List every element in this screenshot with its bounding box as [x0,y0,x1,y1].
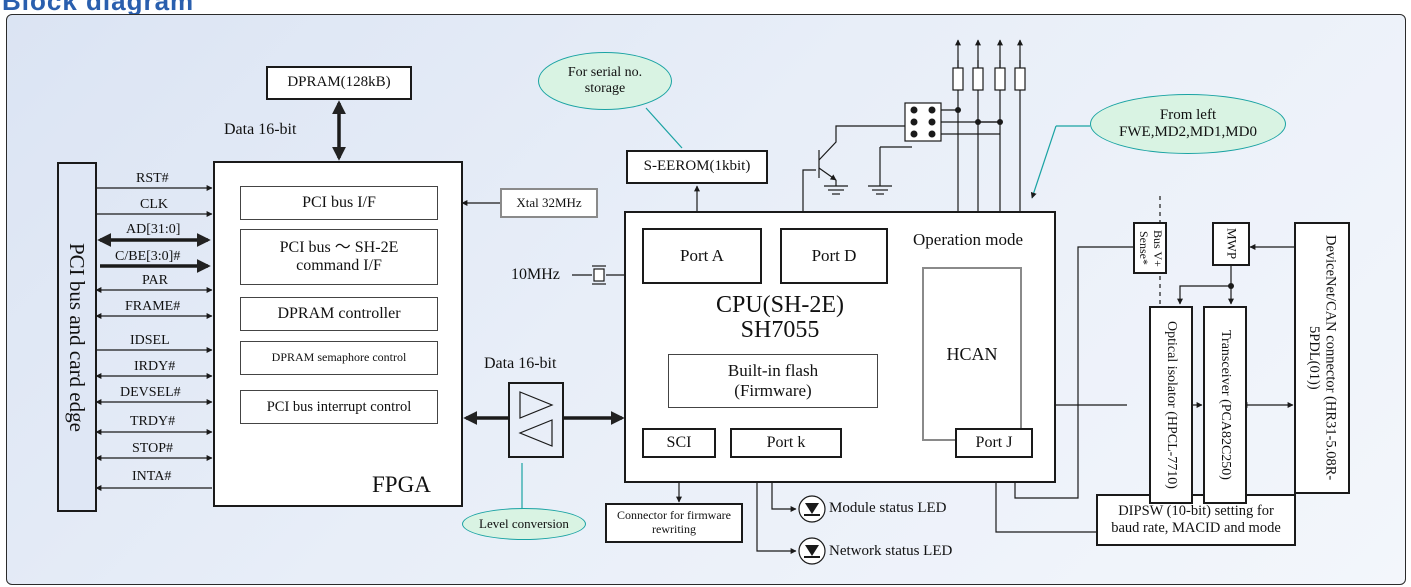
firmware-connector-block: Connector for firmware rewriting [605,503,743,543]
fpga-dpram-controller: DPRAM controller [240,297,438,331]
pci-card-edge: PCI bus and card edge [57,162,97,512]
eeprom-block: S-EEROM(1kbit) [626,150,768,184]
opmode-callout-line1: From left [1159,106,1217,123]
portd-line [802,169,816,226]
signal-idsel-label: IDSEL [130,333,170,348]
title-strip: Block diagram [0,0,1411,14]
clock-label: 10MHz [511,266,560,283]
signal-par-label: PAR [142,273,168,288]
transceiver-block: Transceiver (PCA82C250) [1203,306,1247,504]
dpram-block: DPRAM(128kB) [266,66,412,100]
dipsw-block: DIPSW (10-bit) setting for baud rate, MA… [1096,494,1296,546]
network-led-line [756,456,797,554]
signal-frame-label: FRAME# [125,299,181,314]
port-k-block: Port k [730,428,842,458]
builtin-flash-block: Built-in flash (Firmware) [668,354,878,408]
level-conversion-callout: Level conversion [462,508,586,540]
level-buffer [508,382,564,458]
eeprom-callout: For serial no. storage [538,52,672,110]
module-led-label: Module status LED [829,500,947,516]
opmode-callout: From left FWE,MD2,MD1,MD0 [1090,94,1286,154]
hcan-block: HCAN [922,267,1022,441]
signal-stop-label: STOP# [132,441,173,456]
sense-line [1012,246,1133,499]
port-j-block: Port J [955,428,1033,458]
signal-devsel-label: DEVSEL# [120,385,181,400]
mwp-block: MWP [1212,222,1250,266]
sci-block: SCI [642,428,716,458]
cpu-title: CPU(SH-2E) SH7055 [670,292,890,344]
signal-ad-label: AD[31:0] [126,222,181,237]
dpram-bus-label: Data 16-bit [224,121,297,138]
network-led-label: Network status LED [829,543,953,559]
fpga-command-if: PCI bus ～ SH-2E command I/F [240,229,438,285]
page-title: Block diagram [2,0,194,14]
signal-rst-label: RST# [136,171,169,186]
fpga-semaphore-control: DPRAM semaphore control [240,341,438,375]
flash-line1: Built-in flash [727,361,819,381]
fpga-label: FPGA [372,472,431,497]
fpga-interrupt-control: PCI bus interrupt control [240,390,438,424]
signal-trdy-label: TRDY# [130,414,176,429]
opmode-callout-line2: FWE,MD2,MD1,MD0 [1119,124,1257,140]
flash-line2: (Firmware) [734,381,812,400]
fpga-pci-if: PCI bus I/F [240,186,438,220]
cpu-title-line2: SH7055 [740,317,820,344]
signal-cbe-label: C/BE[3:0]# [115,249,181,264]
port-a-block: Port A [642,228,762,284]
operation-mode-label: Operation mode [913,230,1023,249]
optical-isolator-block: Optical isolator (HPCL-7710) [1149,306,1193,504]
port-d-block: Port D [780,228,888,284]
level-bus-label: Data 16-bit [484,355,557,372]
signal-clk-label: CLK [140,197,168,212]
signal-inta-label: INTA# [132,469,172,484]
cpu-title-line1: CPU(SH-2E) [715,292,844,318]
can-connector-block: DeviceNet/CAN connector (HR31-5.08R-5PDL… [1294,222,1350,494]
signal-irdy-label: IRDY# [134,359,176,374]
xtal-block: Xtal 32MHz [500,188,598,218]
bus-sense-block: Bus V+ Sense* [1133,222,1167,274]
mwp-iso-line [1177,266,1232,305]
